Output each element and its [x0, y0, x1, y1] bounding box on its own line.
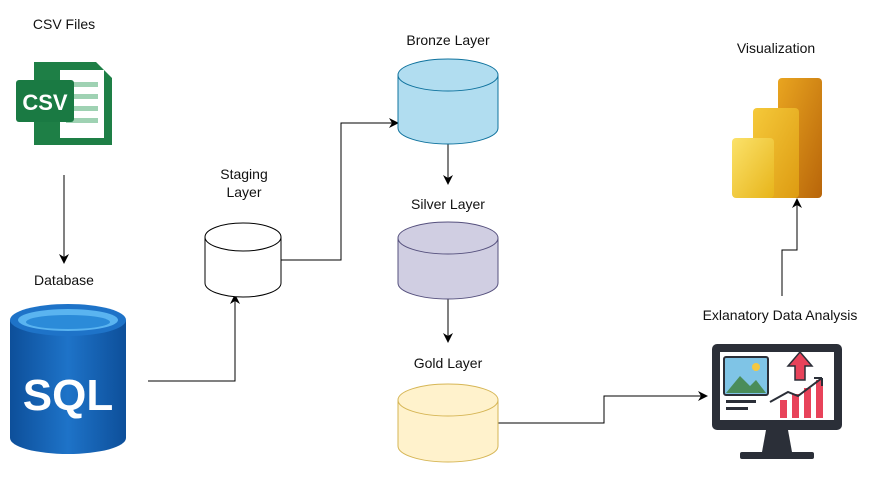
edge-database-to-staging [148, 294, 240, 382]
sql-database-icon: SQL [10, 304, 126, 454]
csv-file-icon: CSV [16, 62, 112, 145]
staging-label-line2: Layer [226, 184, 262, 200]
csv-icon-text: CSV [22, 90, 68, 115]
gold-layer-cylinder [397, 383, 499, 463]
edge-gold-to-eda [498, 391, 708, 424]
gold-layer-label: Gold Layer [413, 355, 483, 371]
edges [59, 118, 802, 424]
silver-layer-label: Silver Layer [411, 196, 485, 212]
eda-label: Exlanatory Data Analysis [702, 307, 858, 323]
edge-staging-to-bronze [281, 118, 399, 261]
sql-icon-text: SQL [23, 371, 113, 420]
analytics-monitor-icon [712, 344, 842, 459]
visualization-label: Visualization [736, 40, 816, 56]
power-bi-icon [732, 78, 822, 198]
edge-eda-to-visualization [781, 198, 802, 296]
database-label: Database [34, 272, 94, 288]
csv-files-label: CSV Files [32, 16, 96, 32]
staging-layer-cylinder [204, 222, 282, 298]
staging-label-line1: Staging [220, 166, 268, 182]
bronze-layer-cylinder [397, 58, 499, 145]
silver-layer-cylinder [397, 221, 499, 300]
bronze-layer-label: Bronze Layer [406, 32, 490, 48]
